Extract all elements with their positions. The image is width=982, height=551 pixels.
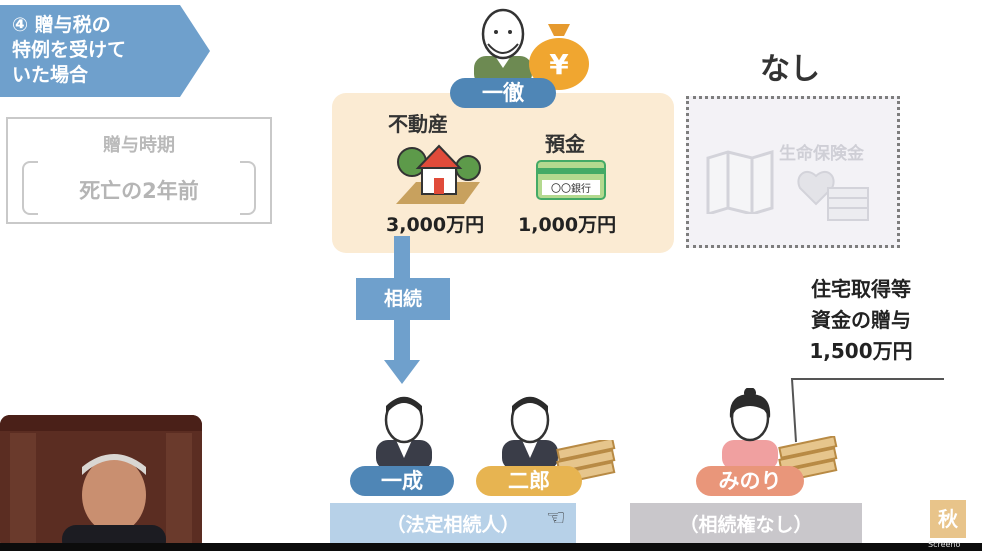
parent-name-pill: 一徹 [450,78,556,108]
channel-logo-badge: 秋 [930,500,966,538]
deposit-label: 預金 [545,132,585,156]
policy-document-icon [706,150,774,214]
right-bracket [240,161,256,215]
housing-gift-line2: 資金の贈与 [811,308,911,332]
bankbook-text: 〇〇銀行 [551,182,591,195]
recorder-watermark: Screeno [928,540,961,549]
housing-gift-line1: 住宅取得等 [811,277,911,301]
gift-timing-title: 贈与時期 [103,135,175,156]
bottom-black-strip [0,543,982,551]
daughter-minori-avatar-icon [722,388,778,468]
gift-timing-box: 贈与時期 死亡の2年前 [6,117,272,224]
money-heart-icon [797,170,869,221]
presenter-webcam-video [0,415,202,551]
section-tag-text: ④ 贈与税の 特例を受けて いた場合 [12,13,182,88]
life-insurance-label: 生命保険金 [779,144,864,164]
bankbook-icon: 〇〇銀行 [536,160,606,200]
pointer-hand-icon: ☜ [546,506,566,531]
section-tag-line1: ④ 贈与税の [12,14,111,36]
money-bag-symbol: ¥ [549,48,569,81]
none-label: なし [760,52,820,87]
son-jiro-avatar-icon [502,396,558,468]
section-tag: ④ 贈与税の 特例を受けて いた場合 [0,5,210,97]
housing-gift-note: 住宅取得等 資金の贈与 1,500万円 [786,274,936,367]
left-bracket [22,161,38,215]
father-avatar-icon [474,8,532,84]
estate-assets-box [332,93,674,253]
child-name-jiro: 二郎 [476,466,582,496]
gift-callout-line [790,378,944,443]
deposit-value: 1,000万円 [518,214,617,236]
inheritance-label: 相続 [356,278,450,320]
section-tag-line3: いた場合 [12,64,89,86]
child-name-ichinari: 一成 [350,466,454,496]
gift-timing-value: 死亡の2年前 [79,179,199,203]
housing-gift-amount: 1,500万円 [809,339,913,363]
child-name-minori: みのり [696,466,804,496]
son-ichinari-avatar-icon [376,396,432,468]
section-tag-line2: 特例を受けて [12,39,127,61]
money-bag-icon: ¥ [529,24,589,90]
real-estate-value: 3,000万円 [386,214,485,236]
real-estate-label: 不動産 [388,112,448,136]
house-icon [396,144,481,204]
